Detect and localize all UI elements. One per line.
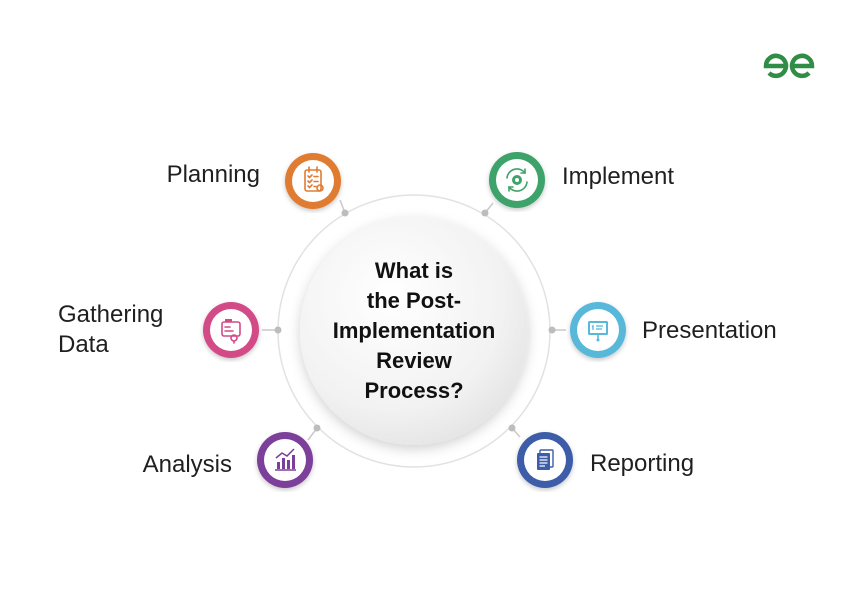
- center-line-2: the Post-: [366, 288, 462, 313]
- connector-dot-analysis: [313, 424, 321, 432]
- connector-dot-presentation: [548, 326, 556, 334]
- gfg-logo: [763, 53, 815, 79]
- checklist-icon: [304, 166, 324, 192]
- center-circle: [300, 217, 528, 445]
- step-implement-node: [485, 148, 549, 212]
- step-gathering-label-line-2: Data: [58, 331, 109, 358]
- step-implement-label: Implement: [562, 163, 675, 190]
- data-folder-icon: [221, 319, 241, 344]
- step-reporting-label: Reporting: [590, 450, 695, 477]
- connector-dot-gathering: [274, 326, 282, 334]
- step-analysis-node: [253, 428, 317, 492]
- connector-dot-implement: [481, 209, 489, 217]
- center-line-3: Implementation: [332, 318, 496, 343]
- center-line-1: What is: [374, 258, 454, 283]
- step-planning-label: Planning: [166, 161, 260, 188]
- connector-dot-planning: [341, 209, 349, 217]
- connector-dot-reporting: [508, 424, 516, 432]
- center-line-5: Process?: [364, 378, 464, 403]
- gear-cycle-icon: [506, 168, 528, 192]
- step-gathering-node: [199, 298, 263, 362]
- step-analysis-label: Analysis: [142, 451, 232, 478]
- step-presentation-node: [566, 298, 630, 362]
- step-presentation-label: Presentation: [642, 317, 777, 344]
- step-reporting-node: [513, 428, 577, 492]
- step-gathering-label: Gathering Data: [58, 300, 198, 360]
- document-icon: [537, 449, 554, 470]
- center-question: What is the Post- Implementation Review …: [300, 245, 528, 417]
- center-line-4: Review: [376, 348, 452, 373]
- bar-chart-icon: [275, 448, 296, 471]
- presentation-board-icon: [588, 321, 608, 342]
- step-gathering-label-line-1: Gathering: [58, 301, 164, 328]
- step-planning-node: [281, 149, 345, 213]
